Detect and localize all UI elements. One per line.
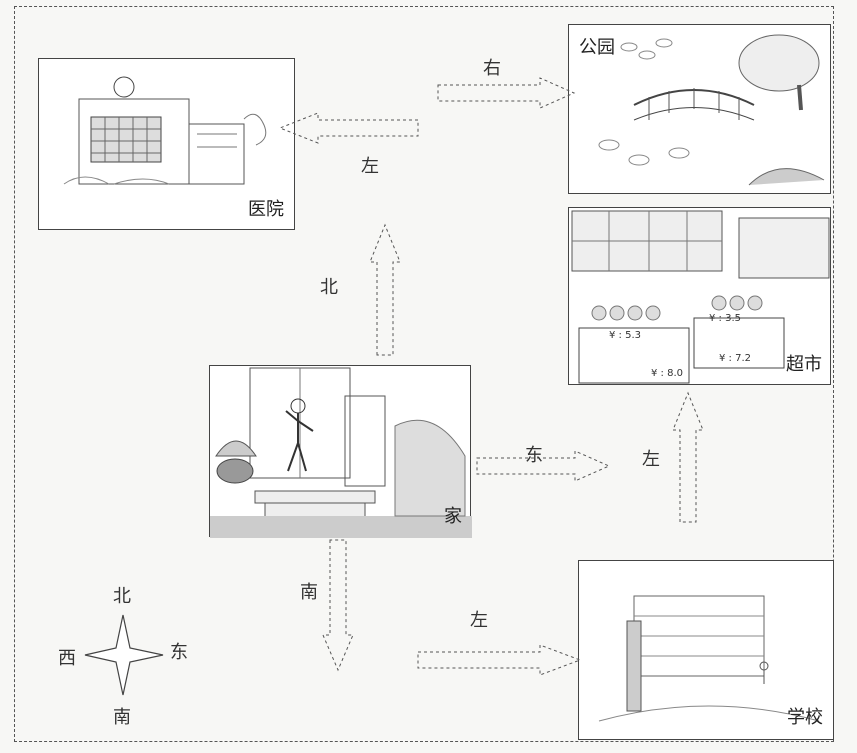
arrow-home-east	[476, 450, 611, 482]
hospital-panel: 医院	[38, 58, 295, 230]
arrow-to-school	[417, 644, 582, 676]
compass-star	[84, 614, 164, 696]
map-border	[14, 6, 834, 742]
supermarket-panel: ¥ : 5.3 ¥ : 8.0 ¥ : 3.5 ¥ : 7.2 超市	[568, 207, 831, 385]
home-panel: 家	[209, 365, 472, 538]
hospital-label: 医院	[248, 199, 284, 220]
label-to-park: 右	[483, 58, 501, 79]
label-home-east: 东	[525, 445, 543, 466]
supermarket-label: 超市	[786, 354, 822, 375]
compass-north: 北	[113, 586, 131, 607]
arrow-to-hospital	[278, 112, 419, 144]
compass-west: 西	[58, 648, 76, 669]
school-panel: 学校	[578, 560, 834, 740]
price-tag: ¥ : 8.0	[651, 368, 683, 379]
park-panel: 公园	[568, 24, 831, 194]
arrow-to-park	[437, 77, 576, 109]
label-to-hospital: 左	[361, 156, 379, 177]
supermarket-illustration	[571, 210, 830, 384]
arrow-up-supermarket	[672, 391, 704, 523]
arrow-home-south	[322, 539, 354, 672]
price-tag: ¥ : 7.2	[719, 353, 751, 364]
price-tag: ¥ : 5.3	[609, 330, 641, 341]
compass-south: 南	[113, 707, 131, 728]
arrow-home-north	[369, 223, 401, 356]
price-tag: ¥ : 3.5	[709, 313, 741, 324]
label-school-to-supermarket: 左	[642, 449, 660, 470]
school-illustration	[598, 595, 820, 722]
label-home-south: 南	[300, 582, 318, 603]
park-label: 公园	[579, 37, 615, 58]
home-label: 家	[444, 506, 462, 527]
label-to-school: 左	[470, 610, 488, 631]
hospital-illustration	[63, 76, 267, 185]
home-illustration	[210, 367, 472, 538]
label-home-north: 北	[320, 277, 338, 298]
park-illustration	[598, 34, 825, 186]
school-label: 学校	[787, 707, 823, 728]
compass-east: 东	[170, 642, 188, 663]
